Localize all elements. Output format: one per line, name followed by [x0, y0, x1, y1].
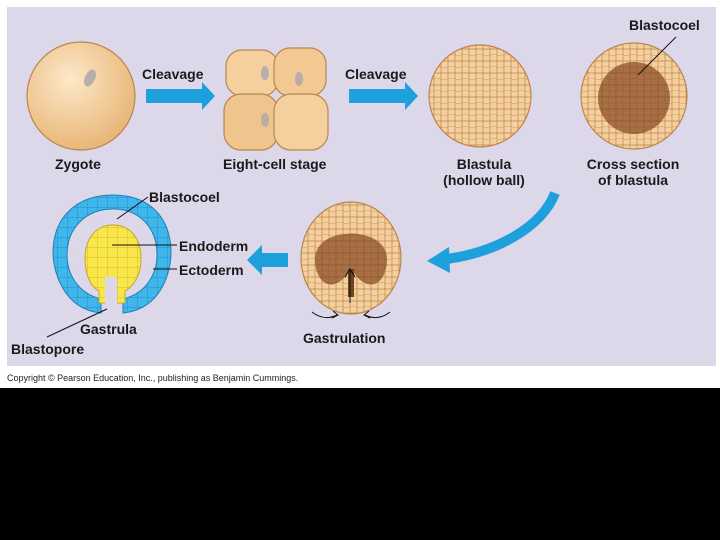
cross-section-label-line1: Cross section — [587, 156, 680, 172]
cleavage-label-1: Cleavage — [142, 66, 203, 82]
gastrula-embryo — [47, 195, 177, 337]
embryo-development-figure: Cleavage Cleavage Zygote Eight-cell stag… — [7, 7, 716, 366]
eight-cell-label: Eight-cell stage — [223, 156, 326, 172]
blastocoel-label-left: Blastocoel — [149, 189, 220, 205]
zygote-label: Zygote — [55, 156, 101, 172]
gastrulation-label: Gastrulation — [303, 330, 385, 346]
slide-area: Cleavage Cleavage Zygote Eight-cell stag… — [0, 0, 720, 388]
zygote-cell — [27, 42, 135, 150]
blastopore-label: Blastopore — [11, 341, 84, 357]
copyright-notice: Copyright © Pearson Education, Inc., pub… — [7, 373, 298, 383]
blastula-label: Blastula (hollow ball) — [443, 156, 525, 188]
cross-section-label: Cross section of blastula — [587, 156, 680, 188]
cleavage-label-2: Cleavage — [345, 66, 406, 82]
gastrula-label: Gastrula — [80, 321, 137, 337]
cross-section-label-line2: of blastula — [587, 172, 680, 188]
blastula-label-line2: (hollow ball) — [443, 172, 525, 188]
eight-cell-embryo — [224, 48, 328, 150]
blastula-label-line1: Blastula — [443, 156, 525, 172]
endoderm-label: Endoderm — [179, 238, 248, 254]
gastrulation-arrow — [447, 193, 555, 259]
gastrulation-embryo — [301, 202, 401, 318]
blastocoel-label-top: Blastocoel — [629, 17, 700, 33]
gastrula-arrow — [247, 245, 288, 275]
blastula-cross-section — [581, 37, 687, 149]
cleavage-arrow-1 — [146, 82, 215, 110]
ectoderm-label: Ectoderm — [179, 262, 244, 278]
blastula-ball — [429, 45, 531, 147]
cleavage-arrow-2 — [349, 82, 418, 110]
